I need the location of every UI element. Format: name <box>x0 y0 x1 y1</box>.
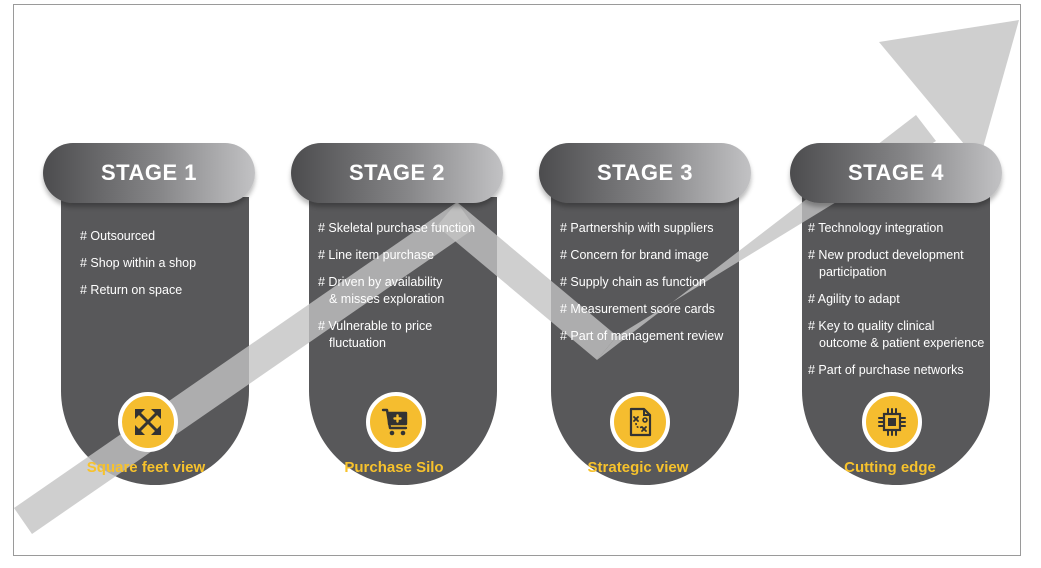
stage-1-caption: Square feet view <box>86 459 206 476</box>
list-item: # Vulnerable to price fluctuation <box>318 319 433 350</box>
stage-3-header: STAGE 3 <box>539 143 751 203</box>
list-item: # Key to quality clinical outcome & pati… <box>808 319 985 350</box>
stage-1-header: STAGE 1 <box>43 143 255 203</box>
stage-4-caption: Cutting edge <box>844 459 936 476</box>
arrow-shaft-segment-1 <box>14 202 475 534</box>
diagram-frame: STAGE 1 STAGE 2 STAGE 3 STAGE 4 # Outsou… <box>13 4 1021 556</box>
stage-4-title: STAGE 4 <box>847 160 944 185</box>
stage-4-list: # Technology integration # New product d… <box>808 220 998 389</box>
stage-3-icon-circle <box>610 392 670 452</box>
stage-2-caption: Purchase Silo <box>344 459 444 476</box>
stage-3-title: STAGE 3 <box>596 160 693 185</box>
list-item: # Driven by availability & misses explor… <box>318 275 445 306</box>
stage-1-icon-circle <box>118 392 178 452</box>
expand-arrows-icon <box>135 409 161 435</box>
list-item: # Concern for brand image <box>560 248 709 262</box>
list-item: # Part of management review <box>560 329 724 343</box>
stage-1-title: STAGE 1 <box>100 160 197 185</box>
list-item: # Technology integration <box>808 221 944 235</box>
list-item: # Measurement score cards <box>560 302 715 316</box>
stage-3-list: # Partnership with suppliers # Concern f… <box>560 220 740 355</box>
stage-2-list: # Skeletal purchase function # Line item… <box>318 220 498 362</box>
stage-4-icon-circle <box>862 392 922 452</box>
list-item: # Supply chain as function <box>560 275 706 289</box>
list-item: # Shop within a shop <box>80 256 197 270</box>
list-item: # Outsourced <box>80 229 156 243</box>
list-item: # Skeletal purchase function <box>318 221 476 235</box>
list-item: # Part of purchase networks <box>808 363 964 377</box>
list-item: # Return on space <box>80 283 183 297</box>
strategy-plan-icon <box>629 407 652 437</box>
stage-1-list: # Outsourced # Shop within a shop # Retu… <box>80 228 245 309</box>
medical-cart-icon <box>381 408 408 436</box>
stage-4-header: STAGE 4 <box>790 143 1002 203</box>
stage-2-icon-circle <box>366 392 426 452</box>
arrow-shaft-segment-2 <box>437 202 617 360</box>
stage-3-caption: Strategic view <box>587 459 689 476</box>
list-item: # New product development participation <box>808 248 964 279</box>
list-item: # Agility to adapt <box>808 292 900 306</box>
stage-2-title: STAGE 2 <box>348 160 445 185</box>
list-item: # Partnership with suppliers <box>560 221 714 235</box>
list-item: # Line item purchase <box>318 248 435 262</box>
chip-icon <box>878 408 906 436</box>
stage-2-header: STAGE 2 <box>291 143 503 203</box>
arrow-head <box>879 20 1019 162</box>
